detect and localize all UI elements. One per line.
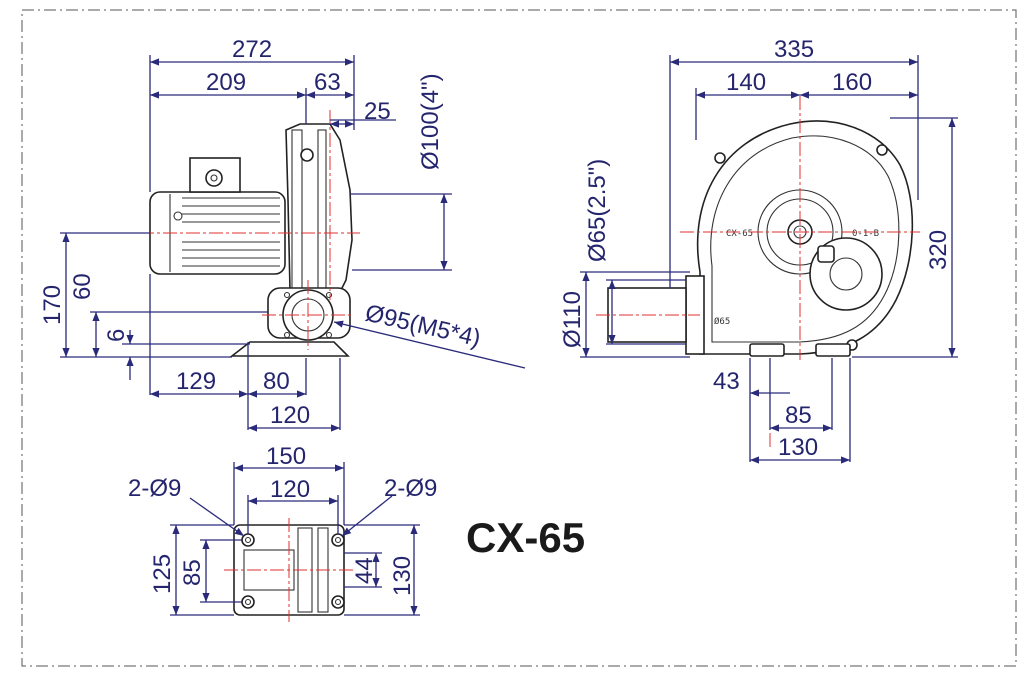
dim-base-130: 130 <box>389 556 416 596</box>
dim-320: 320 <box>925 230 952 270</box>
dim-hole-left: 2-Ø9 <box>128 475 181 502</box>
base-hole-bottom-right <box>331 595 345 609</box>
dim-125: 125 <box>149 554 176 594</box>
dim-160: 160 <box>832 69 872 96</box>
dim-120: 120 <box>270 402 310 429</box>
dim-base-120: 120 <box>270 476 310 503</box>
front-view: CX-65 0-1-B Ø65 335 140 160 <box>559 36 958 464</box>
model-title: CX-65 <box>466 514 585 561</box>
dim-80: 80 <box>263 368 290 395</box>
dim-140: 140 <box>726 69 766 96</box>
dim-209: 209 <box>206 69 246 96</box>
base-hole-bottom-left <box>241 595 255 609</box>
dim-60: 60 <box>69 273 96 300</box>
motor-bolt <box>173 211 183 221</box>
front-foot-right <box>815 343 851 357</box>
dim-base-85: 85 <box>179 559 206 586</box>
blower-housing-side <box>285 123 353 305</box>
front-foot-left <box>749 343 785 357</box>
dim-outlet-flange: Ø95(M5*4) <box>363 300 483 353</box>
leader-95 <box>333 320 526 369</box>
leader-hole-left <box>189 497 245 537</box>
dim-outlet-diameter: Ø100(4") <box>417 73 444 170</box>
motor-end-tab <box>817 245 835 263</box>
plate-port: Ø65 <box>714 316 730 327</box>
dim-85: 85 <box>785 402 812 429</box>
dim-44: 44 <box>351 557 378 584</box>
dim-272: 272 <box>232 36 272 63</box>
dim-150: 150 <box>266 443 306 470</box>
dim-43: 43 <box>713 368 740 395</box>
side-base <box>229 341 350 357</box>
base-view: 150 120 2-Ø9 2-Ø9 125 85 44 130 <box>128 443 437 622</box>
mount-hole-top-right <box>876 144 888 156</box>
dim-63: 63 <box>314 69 341 96</box>
housing-boss <box>300 148 314 162</box>
dim-hole-right: 2-Ø9 <box>384 475 437 502</box>
dim-130: 130 <box>778 434 818 461</box>
dim-335: 335 <box>774 36 814 63</box>
dim-25: 25 <box>364 98 391 125</box>
plate-rating: 0-1-B <box>852 229 879 239</box>
plate-model: CX-65 <box>726 229 753 239</box>
dim-170: 170 <box>39 285 66 325</box>
mount-hole-top-left <box>714 152 726 164</box>
motor-cooling-fins <box>169 194 280 272</box>
cable-gland <box>205 169 223 187</box>
dim-inlet-diameter: Ø65(2.5") <box>584 159 611 262</box>
dim-129: 129 <box>176 368 216 395</box>
dim-flange-diameter: Ø110 <box>559 291 586 348</box>
leader-hole-right <box>341 495 393 537</box>
dim-6: 6 <box>103 329 130 342</box>
side-view: 272 209 63 25 Ø100(4") 170 60 6 Ø95(M5*4… <box>39 36 526 432</box>
drawing-frame <box>21 9 1017 667</box>
